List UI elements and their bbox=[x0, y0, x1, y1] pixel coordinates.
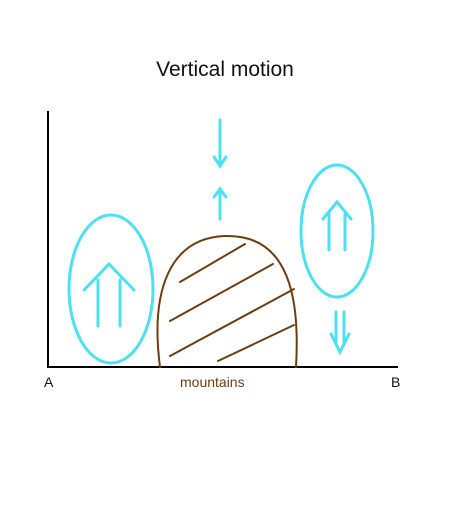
point-b-label: B bbox=[391, 374, 401, 390]
mountain-outline bbox=[156, 234, 298, 368]
mountains-label: mountains bbox=[180, 374, 245, 390]
double-down-arrow-icon bbox=[329, 310, 351, 356]
right-cell-ellipse bbox=[299, 163, 375, 299]
axes bbox=[47, 111, 398, 368]
diagram-title: Vertical motion bbox=[156, 58, 294, 81]
point-a-label: A bbox=[44, 374, 54, 390]
mountain-hatch-line bbox=[169, 263, 274, 322]
mountain-hatch-line bbox=[179, 243, 246, 283]
double-up-arrow-icon bbox=[321, 199, 353, 252]
right-air-cell bbox=[299, 163, 375, 299]
mountain-hatch-line bbox=[217, 324, 295, 362]
mountain bbox=[156, 234, 298, 368]
down-arrow-icon bbox=[212, 118, 228, 169]
up-arrow-icon bbox=[212, 186, 228, 221]
double-up-arrow-icon bbox=[82, 261, 136, 328]
mountain-top-arrows bbox=[212, 118, 228, 221]
left-air-cell bbox=[67, 213, 155, 365]
left-cell-ellipse bbox=[67, 213, 155, 365]
mountain-hatch-line bbox=[169, 288, 295, 357]
